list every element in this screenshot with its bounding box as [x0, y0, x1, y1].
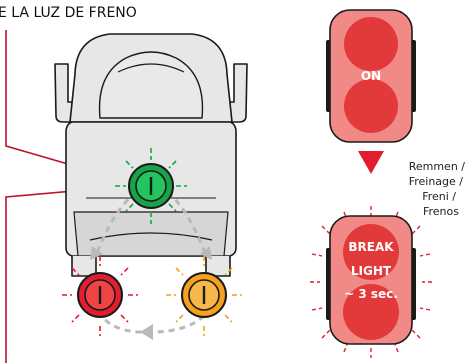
transition-line-4: Frenos [423, 205, 459, 218]
orange-mode-button [166, 256, 242, 336]
bike-light-device [54, 33, 248, 277]
brake-label-line-3: ~ 3 sec. [344, 287, 398, 301]
cycle-arrowhead-right [200, 246, 212, 260]
transition-line-1: Remmen / [409, 160, 466, 173]
down-arrow-icon [358, 151, 384, 174]
transition-line-2: Freinage / [409, 175, 464, 188]
transition-line-3: Freni / [422, 190, 456, 203]
light-on-label: ON [361, 69, 381, 83]
mount-arm-left [54, 63, 73, 123]
red-mode-button [62, 256, 138, 336]
device-foot-right [205, 256, 231, 277]
light-on-unit: ON [326, 9, 416, 143]
cycle-arrowhead-bottom [140, 324, 153, 340]
brake-light-unit: BREAK LIGHT ~ 3 sec. [310, 206, 432, 358]
green-mode-button [115, 148, 187, 224]
brake-label-line-1: BREAK [348, 240, 394, 254]
header-title: E LA LUZ DE FRENO [0, 5, 137, 21]
cycle-arrowhead-left [90, 246, 103, 260]
mode-cycle-arrows [94, 190, 208, 334]
brake-transition-text: Remmen / Freinage / Freni / Frenos [409, 160, 466, 218]
device-top-ridge [117, 63, 185, 73]
mount-arm-right [229, 63, 248, 123]
device-foot-left [71, 256, 97, 277]
brake-label-line-2: LIGHT [351, 264, 392, 278]
